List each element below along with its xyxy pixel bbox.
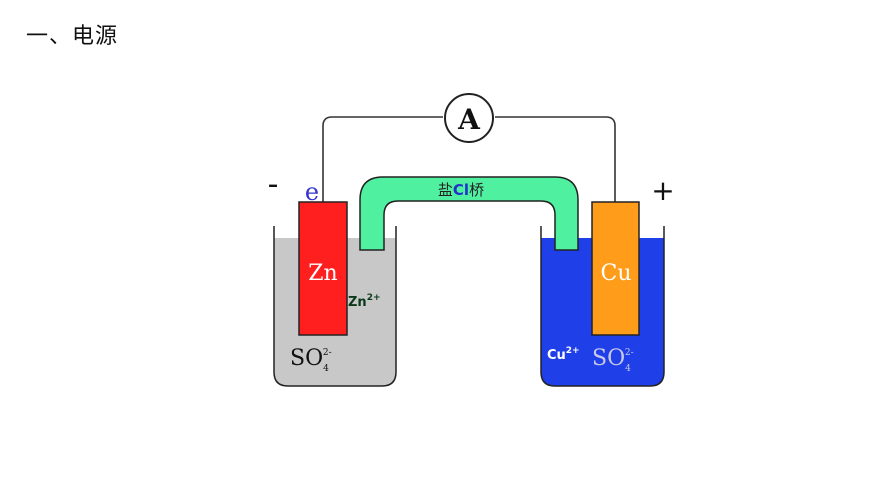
zinc-electrode [298, 201, 348, 336]
salt-bridge [359, 176, 579, 251]
external-wire [322, 116, 616, 202]
electron-label: e [305, 178, 319, 206]
copper-electrode-label: Cu [600, 261, 631, 286]
salt-bridge-label: 盐Cl桥 [438, 181, 484, 199]
copper-ion-label: Cu2+ [547, 346, 580, 363]
negative-terminal: - [268, 167, 279, 202]
ammeter-circle [444, 93, 494, 143]
ammeter: A [444, 93, 494, 143]
right-sulfate-label: SO42- [592, 346, 634, 374]
positive-terminal: + [651, 174, 674, 207]
ammeter-label: A [457, 103, 481, 136]
right-beaker-wall [540, 226, 665, 387]
zinc-ion-label: Zn2+ [348, 293, 381, 310]
zinc-electrode-label: Zn [308, 261, 337, 286]
page-title: 一、电源 [26, 24, 119, 49]
left-sulfate-label: SO42- [290, 346, 332, 374]
copper-electrode [591, 201, 640, 336]
left-beaker-wall [273, 226, 397, 387]
